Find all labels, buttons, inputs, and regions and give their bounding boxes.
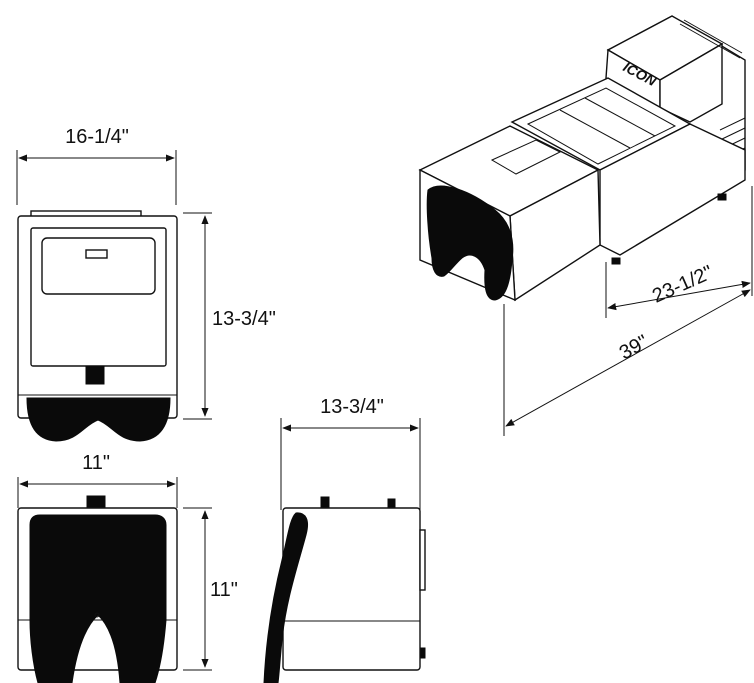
dim-iso-length: 39" bbox=[616, 331, 652, 364]
dim-front-height: 11" bbox=[210, 579, 238, 601]
iso-foot bbox=[611, 257, 621, 265]
side-panel bbox=[419, 529, 426, 591]
dimension-line bbox=[505, 289, 751, 427]
iso-control-face bbox=[659, 42, 723, 123]
top-view: 16-1/4" 13-3/4" bbox=[16, 126, 276, 442]
dim-top-height: 13-3/4" bbox=[212, 308, 276, 330]
iso-foot bbox=[717, 193, 727, 201]
top-button bbox=[85, 365, 105, 385]
top-slot bbox=[85, 249, 108, 259]
dim-front-width: 11" bbox=[82, 452, 110, 474]
dim-side-width: 13-3/4" bbox=[320, 396, 384, 418]
top-boot-shadow bbox=[26, 397, 171, 442]
top-window bbox=[41, 237, 156, 295]
iso-boot-shadow bbox=[426, 185, 514, 301]
front-boot-shadow bbox=[29, 514, 167, 683]
dim-top-width: 16-1/4" bbox=[65, 126, 129, 148]
front-view: 11" 11" bbox=[17, 452, 238, 683]
side-tab bbox=[320, 496, 330, 510]
front-handle bbox=[86, 495, 106, 509]
dim-iso-depth: 23-1/2" bbox=[649, 262, 716, 308]
iso-feeder-handle bbox=[490, 139, 562, 175]
side-view: 13-3/4" bbox=[263, 396, 426, 683]
side-boot-shadow bbox=[263, 512, 309, 683]
isometric-view: ICON 23-1/2" 39" bbox=[418, 15, 753, 436]
iso-tray-inner bbox=[526, 87, 677, 165]
side-knob bbox=[420, 647, 426, 659]
front-dot bbox=[94, 612, 100, 618]
